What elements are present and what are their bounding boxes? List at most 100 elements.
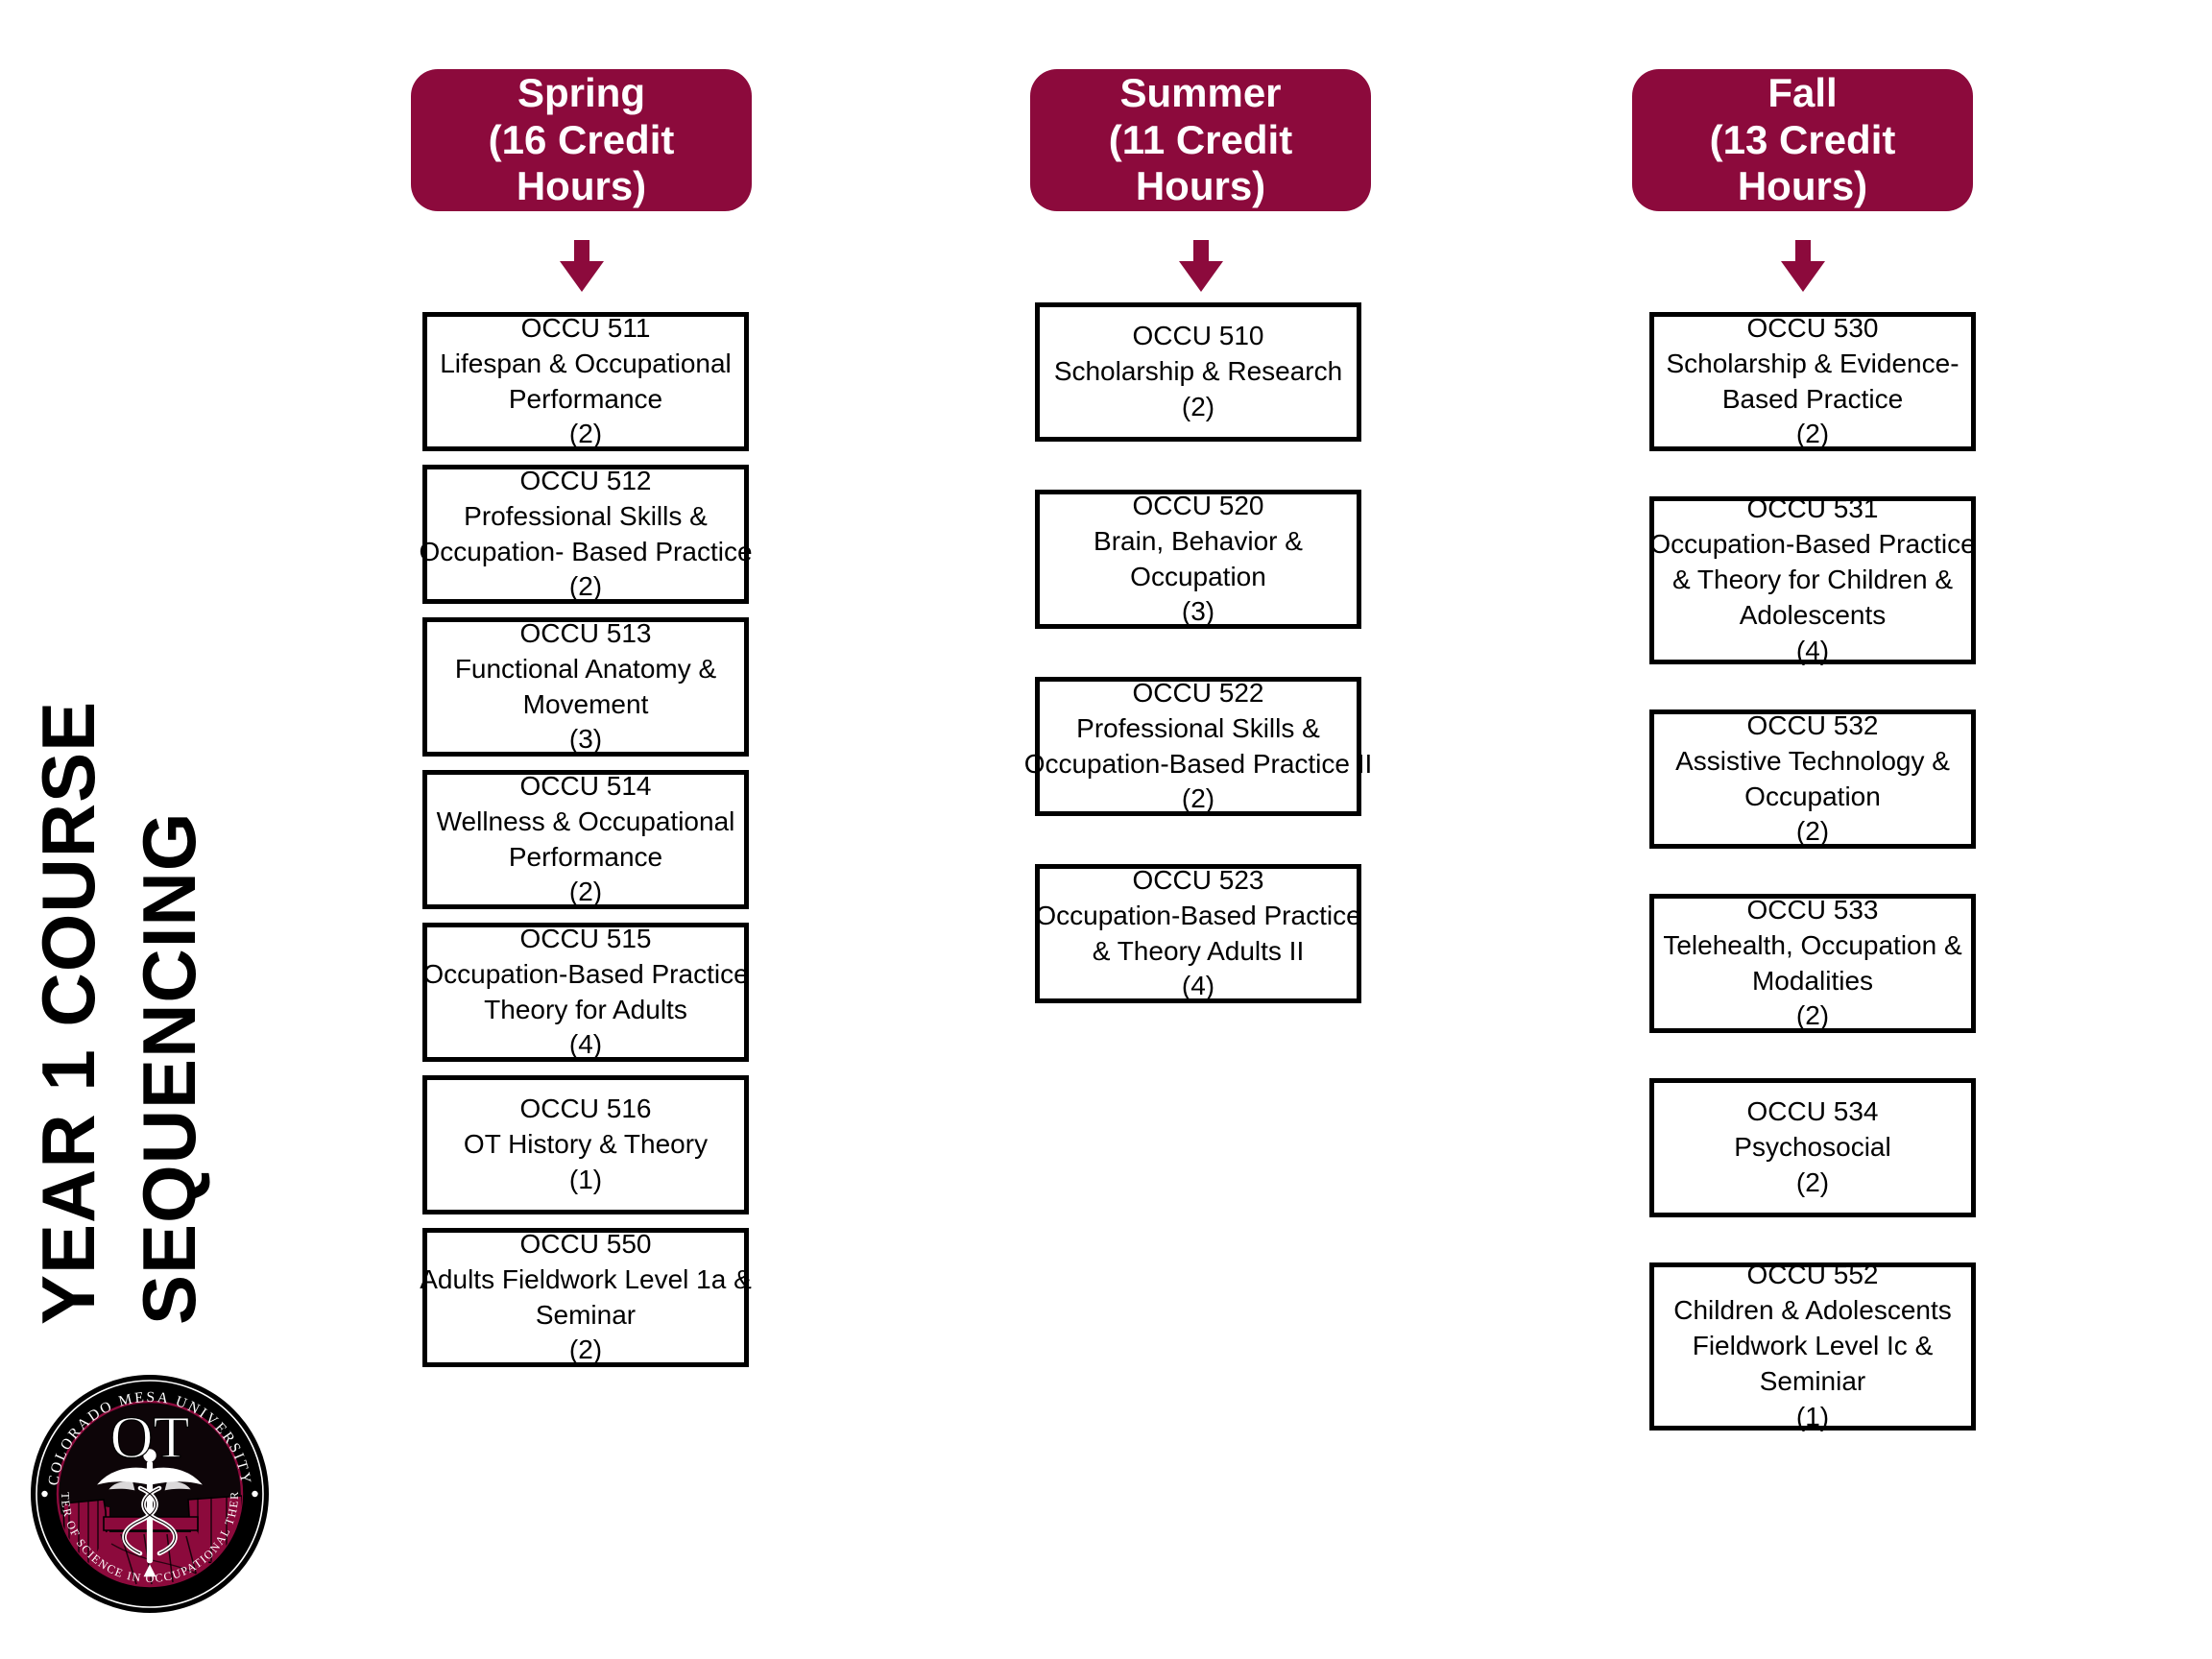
course-credits: (2) bbox=[568, 571, 603, 602]
season-name: Fall bbox=[1767, 69, 1838, 115]
course-title-line: Professional Skills & bbox=[464, 500, 708, 531]
course-title-line: Occupation bbox=[1744, 781, 1881, 811]
course-title-line: & Theory for Children & bbox=[1671, 565, 1954, 595]
course-title-line: Professional Skills & bbox=[1076, 712, 1320, 743]
course-title-line: Fieldwork Level Ic & bbox=[1692, 1331, 1934, 1361]
course-credits: (4) bbox=[1181, 971, 1215, 1001]
course-title-line: Occupation-Based Practice bbox=[1649, 529, 1976, 560]
course-title-line: Psychosocial bbox=[1734, 1132, 1891, 1163]
course-code: OCCU 550 bbox=[519, 1228, 652, 1259]
course-code: OCCU 533 bbox=[1746, 894, 1879, 925]
course-credits: (2) bbox=[1795, 816, 1830, 847]
course-credits: (3) bbox=[1181, 596, 1215, 627]
season-credit-hours: (11 Credit Hours) bbox=[1108, 116, 1293, 209]
course-code: OCCU 531 bbox=[1746, 493, 1879, 524]
down-arrow-icon bbox=[556, 240, 608, 294]
course-title-line: OT History & Theory bbox=[463, 1129, 709, 1160]
course-title-line: Telehealth, Occupation & bbox=[1663, 929, 1962, 960]
course-title-line: Seminar bbox=[535, 1299, 637, 1330]
cmu-ot-logo: OT COLORADO MESA UNIVERSITY MASTER OF SC… bbox=[29, 1373, 271, 1615]
course-credits: (2) bbox=[1181, 783, 1215, 814]
course-title-line: Occupation bbox=[1130, 561, 1266, 591]
course-title-line: Occupation-Based Practice II bbox=[1023, 748, 1373, 779]
course-code: OCCU 552 bbox=[1746, 1260, 1879, 1290]
course-credits: (3) bbox=[568, 724, 603, 755]
course-title-line: Brain, Behavior & bbox=[1094, 525, 1303, 556]
course-title-line: Based Practice bbox=[1721, 383, 1904, 414]
course-title-line: Lifespan & Occupational bbox=[440, 348, 732, 378]
course-title-line: Movement bbox=[522, 688, 649, 719]
course-title-line: Occupation-Based Practice bbox=[1035, 900, 1361, 930]
course-code: OCCU 523 bbox=[1132, 864, 1264, 895]
season-header-fall[interactable]: Fall(13 Credit Hours) bbox=[1632, 69, 1973, 211]
course-code: OCCU 513 bbox=[519, 617, 652, 648]
course-title-line: Scholarship & Research bbox=[1053, 356, 1343, 387]
course-title-line: Wellness & Occupational bbox=[436, 805, 735, 836]
course-credits: (1) bbox=[1795, 1401, 1830, 1431]
course-credits: (2) bbox=[568, 877, 603, 907]
course-title-line: Adolescents bbox=[1739, 599, 1887, 630]
course-title-line: Scholarship & Evidence- bbox=[1666, 348, 1960, 378]
page-title-line-1: YEAR 1 COURSE bbox=[26, 700, 110, 1325]
course-title-line: Adults Fieldwork Level 1a & bbox=[420, 1263, 752, 1294]
course-code: OCCU 520 bbox=[1132, 490, 1264, 520]
course-title-line: Occupation- Based Practice bbox=[419, 536, 753, 566]
course-title-line: Functional Anatomy & bbox=[454, 653, 717, 684]
course-credits: (4) bbox=[1795, 635, 1830, 665]
course-title-line: Occupation-Based Practice bbox=[422, 958, 749, 989]
page-title: YEAR 1 COURSE SEQUENCING bbox=[0, 0, 288, 1325]
course-credits: (2) bbox=[568, 1334, 603, 1365]
course-code: OCCU 534 bbox=[1746, 1096, 1879, 1127]
course-credits: (2) bbox=[1181, 391, 1215, 421]
course-code: OCCU 511 bbox=[520, 312, 651, 343]
page-title-line-2: SEQUENCING bbox=[127, 811, 211, 1325]
course-credits: (4) bbox=[568, 1029, 603, 1060]
season-header-summer[interactable]: Summer(11 Credit Hours) bbox=[1030, 69, 1371, 211]
course-title-line: Assistive Technology & bbox=[1675, 745, 1950, 776]
course-credits: (2) bbox=[1795, 1166, 1830, 1197]
down-arrow-icon bbox=[1777, 240, 1829, 294]
course-title-line: Modalities bbox=[1751, 965, 1874, 996]
season-name: Summer bbox=[1119, 69, 1282, 115]
season-header-spring[interactable]: Spring(16 Credit Hours) bbox=[411, 69, 752, 211]
course-title-line: & Theory Adults II bbox=[1092, 935, 1305, 966]
course-code: OCCU 530 bbox=[1746, 312, 1879, 343]
season-credit-hours: (13 Credit Hours) bbox=[1709, 116, 1896, 209]
course-code: OCCU 512 bbox=[519, 465, 652, 495]
season-credit-hours: (16 Credit Hours) bbox=[488, 116, 675, 209]
course-title-line: Theory for Adults bbox=[484, 994, 687, 1024]
down-arrow-icon bbox=[1175, 240, 1227, 294]
course-title-line: Children & Adolescents bbox=[1673, 1295, 1952, 1326]
season-name: Spring bbox=[517, 69, 645, 115]
course-credits: (2) bbox=[1795, 419, 1830, 449]
logo-ot-text: OT bbox=[110, 1406, 190, 1471]
course-credits: (2) bbox=[568, 419, 603, 449]
course-code: OCCU 522 bbox=[1132, 677, 1264, 708]
course-title-line: Performance bbox=[508, 383, 663, 414]
course-title-line: Seminiar bbox=[1759, 1365, 1866, 1396]
course-code: OCCU 515 bbox=[519, 923, 652, 953]
course-title-line: Performance bbox=[508, 841, 663, 872]
course-code: OCCU 514 bbox=[519, 770, 652, 801]
course-code: OCCU 510 bbox=[1132, 321, 1264, 351]
course-code: OCCU 532 bbox=[1746, 709, 1879, 740]
course-credits: (2) bbox=[1795, 1000, 1830, 1031]
